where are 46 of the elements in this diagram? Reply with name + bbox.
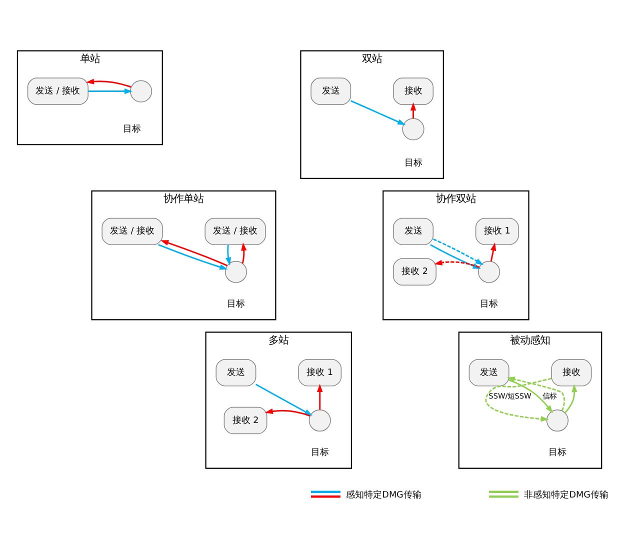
node-box: 发送 / 接收 bbox=[27, 78, 88, 105]
arrow bbox=[490, 242, 496, 262]
arrow bbox=[433, 238, 484, 266]
node-circle bbox=[546, 409, 568, 432]
node-circle bbox=[402, 118, 424, 140]
node-label: 目标 bbox=[480, 300, 498, 310]
arrow bbox=[350, 100, 406, 126]
arrow bbox=[317, 384, 323, 410]
node-label: 目标 bbox=[226, 300, 245, 310]
node-label: 目标 bbox=[548, 448, 566, 458]
arrow bbox=[160, 240, 228, 266]
node-box: 接收 bbox=[551, 359, 592, 386]
node-label: 目标 bbox=[123, 124, 142, 134]
arrow bbox=[564, 384, 578, 414]
arrow bbox=[485, 378, 552, 422]
node-circle bbox=[224, 260, 247, 283]
node-circle bbox=[478, 260, 500, 283]
arrow bbox=[158, 244, 228, 270]
node-label: 目标 bbox=[310, 448, 329, 458]
node-circle bbox=[130, 80, 152, 102]
node-box: 发送 bbox=[393, 218, 434, 246]
arrow bbox=[264, 408, 310, 417]
arrow bbox=[506, 376, 566, 412]
node-box: 接收 1 bbox=[298, 359, 342, 386]
node-box: 发送 / 接收 bbox=[102, 218, 163, 246]
arrow bbox=[226, 244, 232, 266]
node-box: 发送 bbox=[310, 78, 352, 105]
edge-label: SSW/短SSW bbox=[488, 391, 532, 400]
edge-label: 信标 bbox=[542, 391, 556, 400]
legend-label: 感知特定DMG传输 bbox=[346, 490, 422, 500]
node-box: 接收 2 bbox=[224, 406, 268, 434]
legend-label: 非感知特定DMG传输 bbox=[524, 490, 608, 500]
arrow bbox=[508, 379, 554, 414]
arrow bbox=[255, 384, 313, 416]
node-box: 发送 / 接收 bbox=[204, 218, 266, 246]
node-box: 发送 bbox=[216, 359, 256, 386]
arrow bbox=[86, 78, 132, 88]
arrow bbox=[88, 88, 133, 94]
node-box: 发送 bbox=[468, 359, 510, 386]
arrow bbox=[410, 102, 416, 118]
node-circle bbox=[308, 409, 331, 432]
node-box: 接收 2 bbox=[393, 258, 436, 286]
node-label: 目标 bbox=[404, 158, 422, 168]
arrow bbox=[241, 242, 247, 264]
node-box: 接收 bbox=[393, 78, 434, 105]
node-box: 接收 1 bbox=[475, 218, 519, 246]
